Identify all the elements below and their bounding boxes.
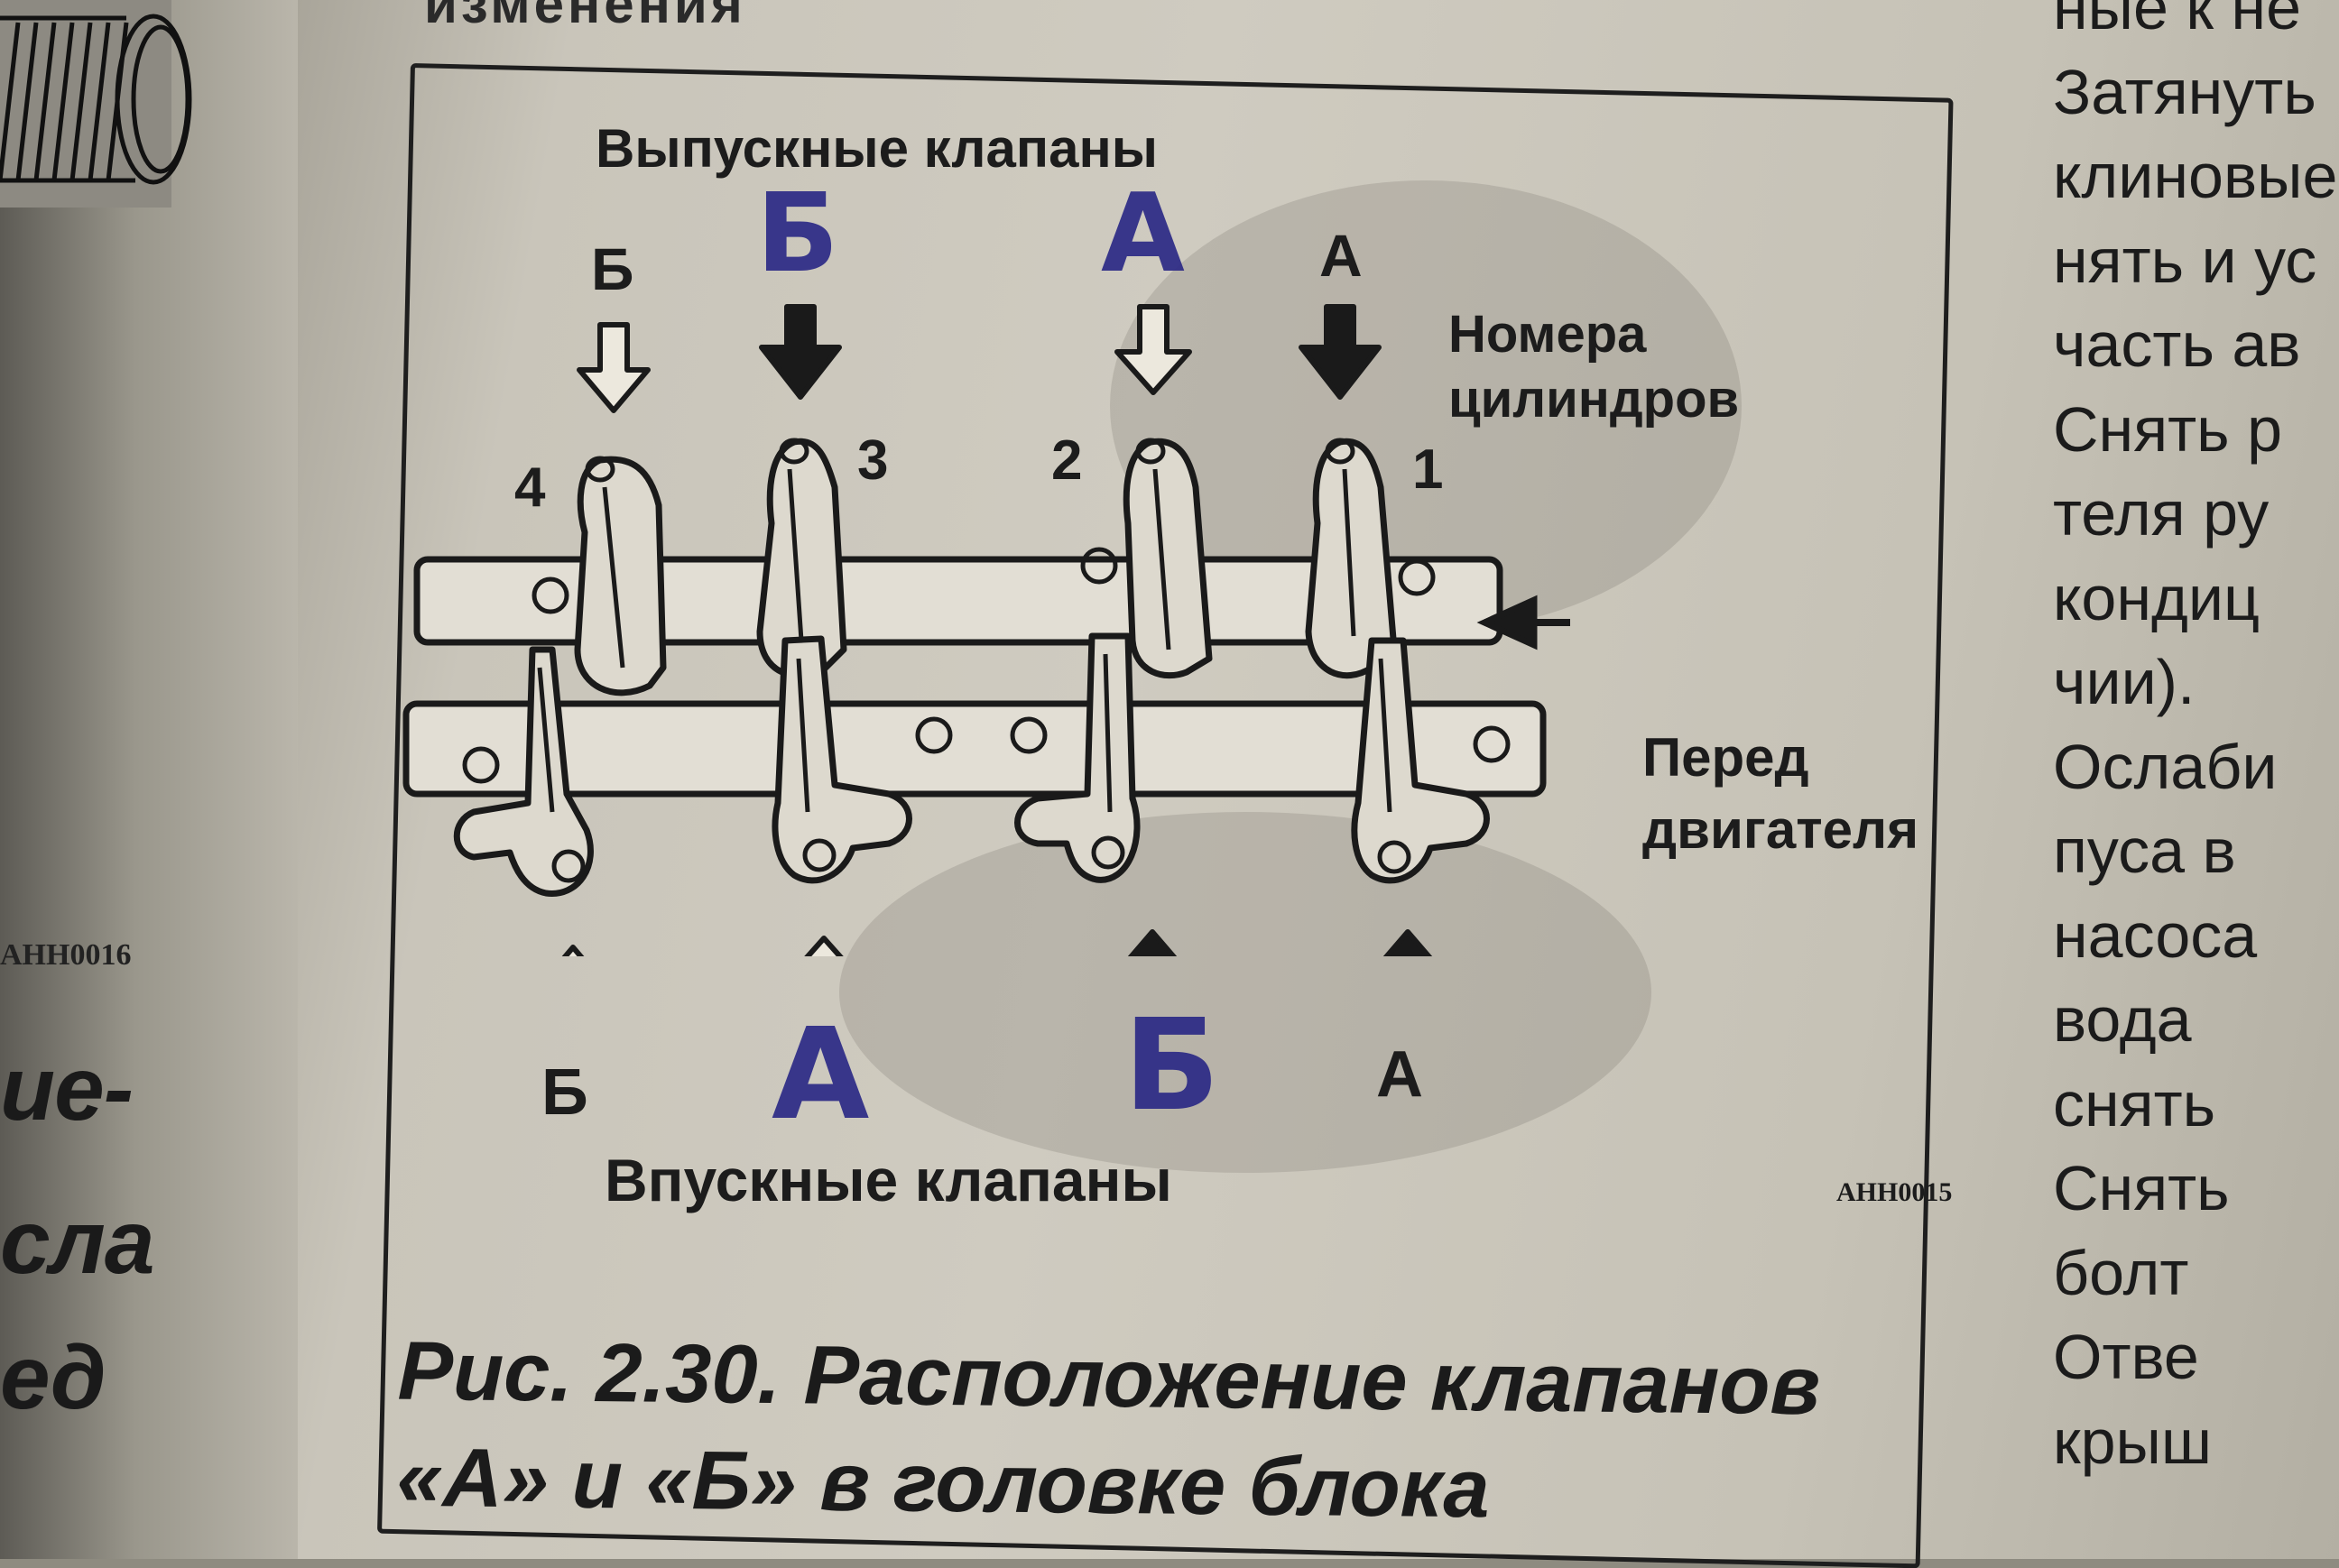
figure-caption: Рис. 2.30. Расположение клапанов «А» и «… bbox=[396, 1318, 2004, 1548]
intake-arrow-3 bbox=[804, 936, 844, 956]
top-valve-label-1: А bbox=[1319, 222, 1363, 289]
text-line: пуса в bbox=[2053, 816, 2236, 886]
cylinder-number-2: 2 bbox=[1051, 429, 1083, 492]
exhaust-rocker-shaft bbox=[413, 556, 1503, 646]
bottom-valve-label-1: А bbox=[1376, 1038, 1423, 1111]
engine-front-arrow bbox=[1476, 595, 1570, 650]
intake-arrow-4 bbox=[561, 945, 585, 956]
cylinder-number-3: 3 bbox=[857, 429, 889, 492]
rocker-arm bbox=[772, 635, 912, 884]
text-line: теля ру bbox=[2053, 478, 2270, 549]
handwritten-bottom-3: А bbox=[772, 1001, 870, 1148]
intake-valves-label: Впускные клапаны bbox=[605, 1147, 1172, 1213]
rocker-arm bbox=[453, 646, 594, 897]
left-fragment-2: сла bbox=[0, 1192, 154, 1293]
cylinder-number-1: 1 bbox=[1412, 438, 1444, 501]
text-line: Снять р bbox=[2053, 393, 2283, 465]
left-fragment-1: ие- bbox=[0, 1038, 134, 1139]
rocker-arm bbox=[1123, 438, 1213, 679]
top-text-fragment: изменения bbox=[424, 0, 746, 34]
right-text-column: ные к не Затянуть клиновые нять и ус час… bbox=[2053, 0, 2339, 1484]
exhaust-arrow-4 bbox=[577, 322, 651, 413]
bottom-valve-label-4: Б bbox=[541, 1056, 588, 1129]
text-line: чии). bbox=[2053, 647, 2196, 717]
top-valve-label-4: Б bbox=[591, 235, 634, 302]
text-line: Ослаби bbox=[2053, 731, 2278, 802]
exhaust-arrow-1 bbox=[1299, 304, 1382, 400]
text-line: Отве bbox=[2053, 1322, 2199, 1392]
text-line: болт bbox=[2053, 1237, 2189, 1308]
text-line: снять bbox=[2053, 1068, 2216, 1139]
text-line: вода bbox=[2053, 984, 2192, 1055]
handwritten-top-3: Б bbox=[756, 171, 839, 297]
text-line: клиновые bbox=[2053, 141, 2338, 211]
rocker-arm bbox=[1351, 637, 1490, 884]
valve-diagram bbox=[402, 304, 1570, 956]
engine-front-label: Перед двигателя bbox=[1642, 727, 1919, 860]
text-line: ные к не bbox=[2053, 0, 2302, 42]
rocker-arm bbox=[574, 456, 667, 696]
caption-line-1: Рис. 2.30. Расположение клапанов bbox=[397, 1324, 1821, 1433]
text-line: нять и ус bbox=[2053, 225, 2317, 296]
text-line: часть ав bbox=[2053, 309, 2301, 380]
handwritten-bottom-2: Б bbox=[1123, 992, 1220, 1139]
figure-code: AHH0015 bbox=[1836, 1177, 1953, 1207]
cylinder-illustration bbox=[0, 0, 192, 208]
left-figure-code: AHH0016 bbox=[0, 938, 132, 972]
left-fragment-3: ед bbox=[0, 1327, 106, 1428]
text-line: Затянуть bbox=[2053, 56, 2316, 127]
cylinder-number-4: 4 bbox=[514, 457, 546, 519]
text-line: насоса bbox=[2053, 899, 2258, 971]
cylinder-numbers-label: Номера цилиндров bbox=[1448, 305, 1740, 429]
handwritten-top-2: А bbox=[1101, 171, 1185, 297]
exhaust-valves-label: Выпускные клапаны bbox=[596, 118, 1158, 179]
caption-line-2: «А» и «Б» в головке блока bbox=[395, 1431, 1491, 1536]
intake-rocker-shaft bbox=[402, 700, 1547, 798]
exhaust-arrow-3 bbox=[759, 304, 842, 400]
exhaust-arrow-2 bbox=[1114, 304, 1192, 395]
text-line: кондиц bbox=[2053, 562, 2260, 633]
text-line: Снять bbox=[2053, 1153, 2230, 1223]
intake-arrow-1 bbox=[1382, 929, 1433, 956]
text-line: крыш bbox=[2053, 1406, 2213, 1477]
intake-arrow-2 bbox=[1127, 929, 1178, 956]
